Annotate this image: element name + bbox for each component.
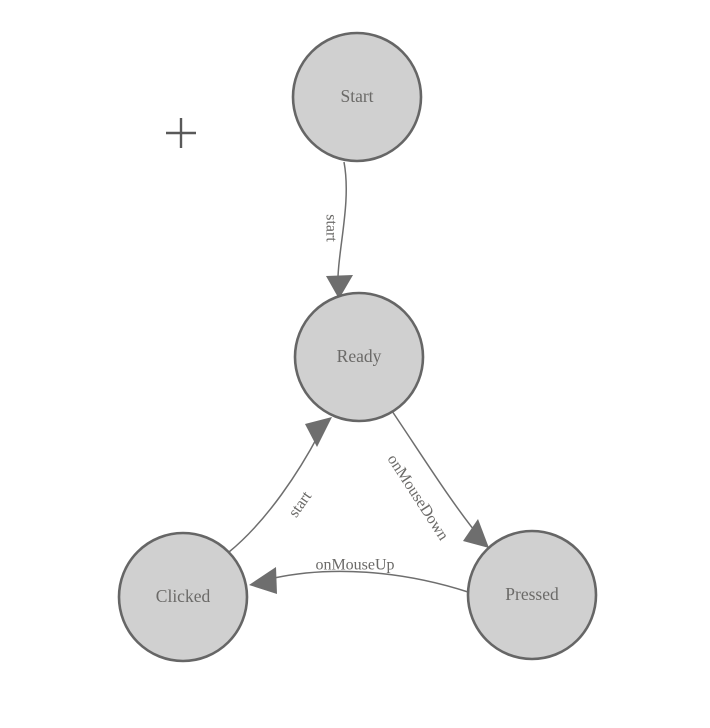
- node-start-circle[interactable]: [291, 31, 423, 163]
- node-clicked-circle[interactable]: [117, 531, 249, 663]
- edge-label-clicked-to-ready: start: [285, 488, 315, 521]
- node-start-label: Start: [340, 86, 373, 106]
- node-ready-circle[interactable]: [293, 291, 425, 423]
- node-clicked[interactable]: Clicked: [117, 531, 249, 663]
- plus-crosshair-icon[interactable]: [166, 118, 196, 148]
- edge-clicked-to-ready[interactable]: start: [228, 417, 332, 553]
- edge-pressed-to-clicked-path: [273, 570, 469, 593]
- edge-ready-to-pressed[interactable]: onMouseDown: [384, 410, 489, 548]
- node-clicked-label: Clicked: [156, 586, 211, 606]
- node-start[interactable]: Start: [291, 31, 423, 163]
- edge-ready-to-pressed-arrowhead: [463, 519, 489, 548]
- edge-clicked-to-ready-path: [228, 433, 320, 553]
- node-pressed[interactable]: Pressed: [466, 529, 598, 661]
- edge-clicked-to-ready-arrowhead: [305, 417, 332, 447]
- node-pressed-circle[interactable]: [466, 529, 598, 661]
- edge-ready-to-pressed-path: [391, 410, 483, 541]
- edge-pressed-to-clicked-arrowhead: [249, 567, 277, 594]
- edge-label-start-to-ready: start: [322, 214, 339, 242]
- node-ready[interactable]: Ready: [293, 291, 425, 423]
- edge-label-ready-to-pressed: onMouseDown: [384, 452, 452, 544]
- node-pressed-label: Pressed: [505, 584, 559, 604]
- edge-label-pressed-to-clicked: onMouseUp: [315, 557, 394, 574]
- edge-start-to-ready[interactable]: start: [322, 161, 353, 299]
- node-ready-label: Ready: [337, 346, 382, 366]
- edge-start-to-ready-arrowhead: [326, 275, 353, 299]
- edge-pressed-to-clicked[interactable]: onMouseUp: [249, 557, 469, 594]
